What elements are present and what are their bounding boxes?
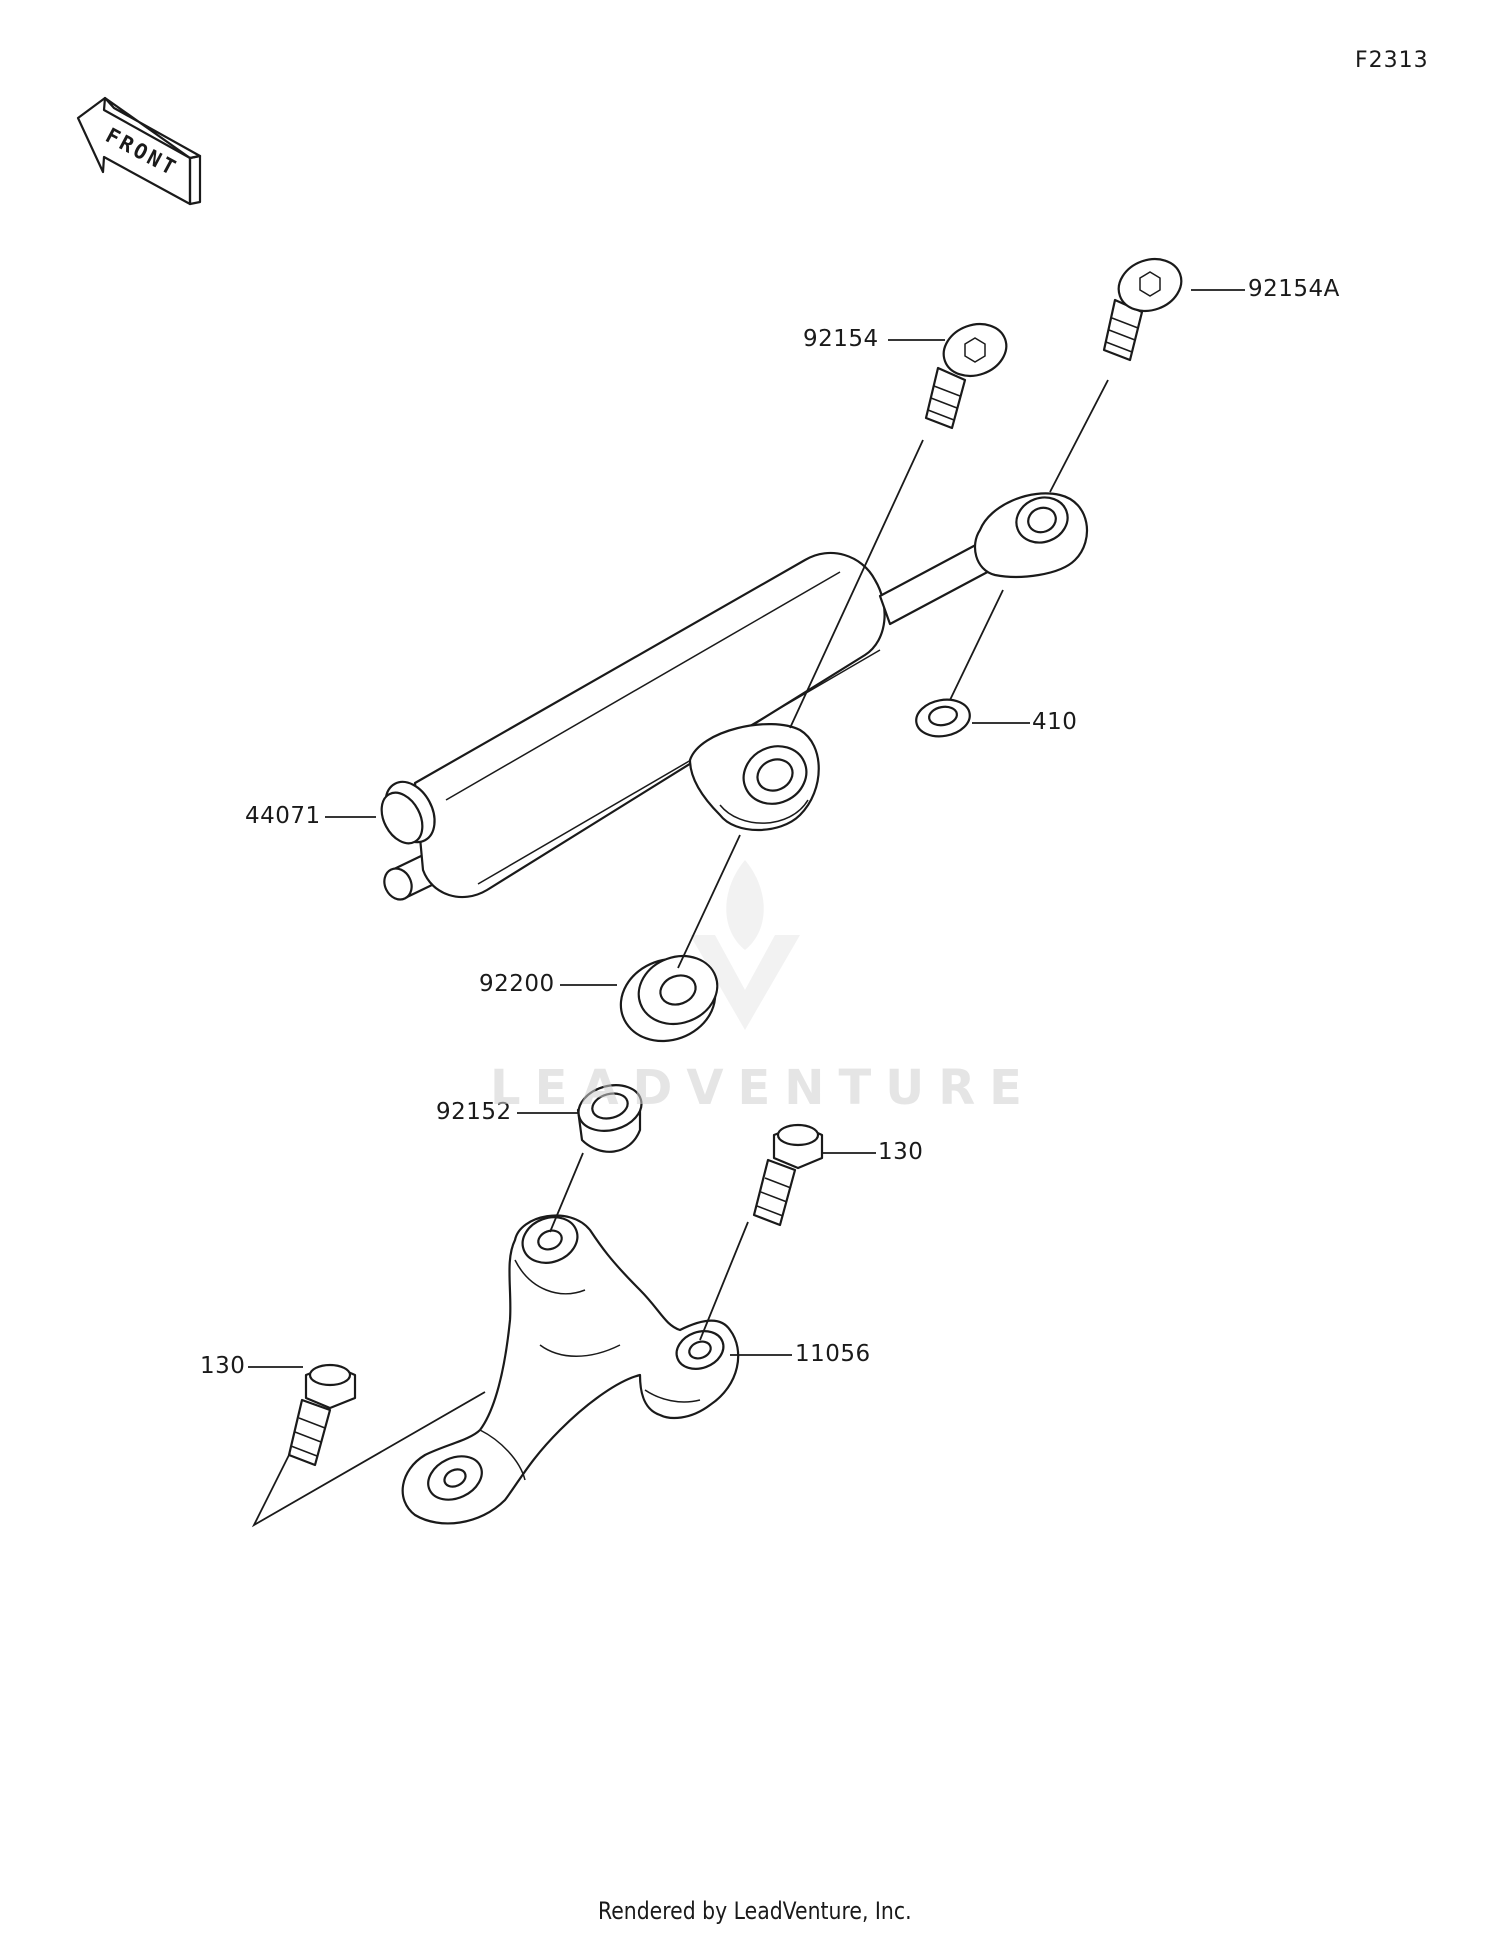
watermark-text: LEADVENTURE [490, 1060, 1036, 1116]
leader-lines [248, 289, 1245, 1528]
callout-92154: 92154 [803, 326, 879, 352]
callout-92152: 92152 [436, 1099, 512, 1125]
bolt-92154a [1102, 257, 1183, 362]
watermark-logo [690, 860, 800, 1030]
callout-11056: 11056 [795, 1341, 871, 1367]
collar-92152 [576, 1084, 643, 1153]
callout-130-left: 130 [200, 1353, 246, 1379]
washer-410 [915, 698, 971, 738]
front-arrow-icon: FRONT [76, 96, 202, 206]
bracket-11056 [401, 1214, 740, 1525]
callout-130-right: 130 [878, 1139, 924, 1165]
callout-92154a: 92154A [1248, 276, 1340, 302]
footer-credit: Rendered by LeadVenture, Inc. [598, 1897, 912, 1925]
bolt-92154 [924, 322, 1008, 430]
steering-damper [380, 492, 1089, 901]
bushing-92200 [619, 955, 719, 1043]
flange-bolt-130-right [752, 1123, 824, 1227]
figure-code: F2313 [1355, 48, 1429, 73]
flange-bolt-130-left [287, 1363, 357, 1467]
callout-44071: 44071 [245, 803, 321, 829]
callout-410: 410 [1032, 709, 1078, 735]
callout-92200: 92200 [479, 971, 555, 997]
